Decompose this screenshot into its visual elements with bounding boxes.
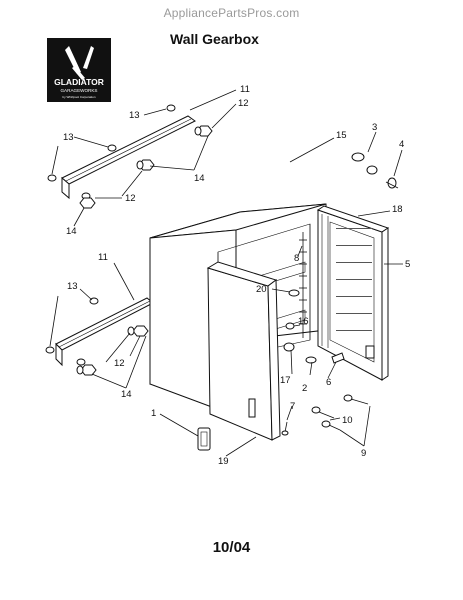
lower-screws [45,297,99,366]
callout-1: 1 [151,408,156,419]
logo-tagline: by Whirlpool Corporation [62,95,95,99]
logo-brand: GLADIATOR [54,77,104,87]
callout-14: 14 [66,226,77,237]
callout-13: 13 [67,281,78,292]
callout-11: 11 [240,84,250,95]
callout-18: 18 [392,204,403,215]
upper-nuts-washers [79,125,213,209]
lower-nuts-washers [76,325,149,376]
screw-7 [281,421,289,436]
gladiator-logo: GLADIATOR GARAGEWORKS by Whirlpool Corpo… [47,38,111,102]
callout-6: 6 [326,377,331,388]
diagram-title: Wall Gearbox [170,31,259,47]
callout-8: 8 [294,253,299,264]
upper-screws [47,104,176,200]
callout-17: 17 [280,375,291,386]
callout-15: 15 [336,130,347,141]
watermark: AppliancePartsPros.com [163,6,300,20]
hinge-screw-16 [285,322,295,330]
callout-4: 4 [399,139,404,150]
gladiator-emblem-icon: GLADIATOR GARAGEWORKS by Whirlpool Corpo… [47,38,111,102]
callout-labels: 11 12 13 13 14 12 14 15 3 4 18 5 8 20 16… [63,84,410,467]
callout-11: 11 [98,252,108,263]
hinge-bolts [311,394,369,431]
magnet-catch [331,352,345,364]
right-door [316,205,390,381]
callout-12: 12 [125,193,136,204]
callout-20: 20 [256,284,267,295]
callout-13: 13 [129,110,140,121]
callout-14: 14 [194,173,205,184]
callout-2: 2 [302,383,307,394]
callout-13: 13 [63,132,74,143]
upper-mounting-rail [61,115,196,200]
callout-10: 10 [342,415,353,426]
logo-sub: GARAGEWORKS [60,88,97,93]
callout-12: 12 [114,358,125,369]
callout-14: 14 [121,389,132,400]
handle [197,427,211,451]
date-code: 10/04 [212,539,251,556]
callout-3: 3 [372,122,377,133]
left-door [206,261,281,441]
shelf-clip [288,289,300,297]
callout-19: 19 [218,456,229,467]
callout-9: 9 [361,448,366,459]
callout-16: 16 [298,316,309,327]
leader-lines [49,89,403,457]
callout-7: 7 [290,401,295,412]
lock-assembly [351,152,399,189]
door-pin [283,342,317,364]
callout-12: 12 [238,98,249,109]
callout-5: 5 [405,259,410,270]
